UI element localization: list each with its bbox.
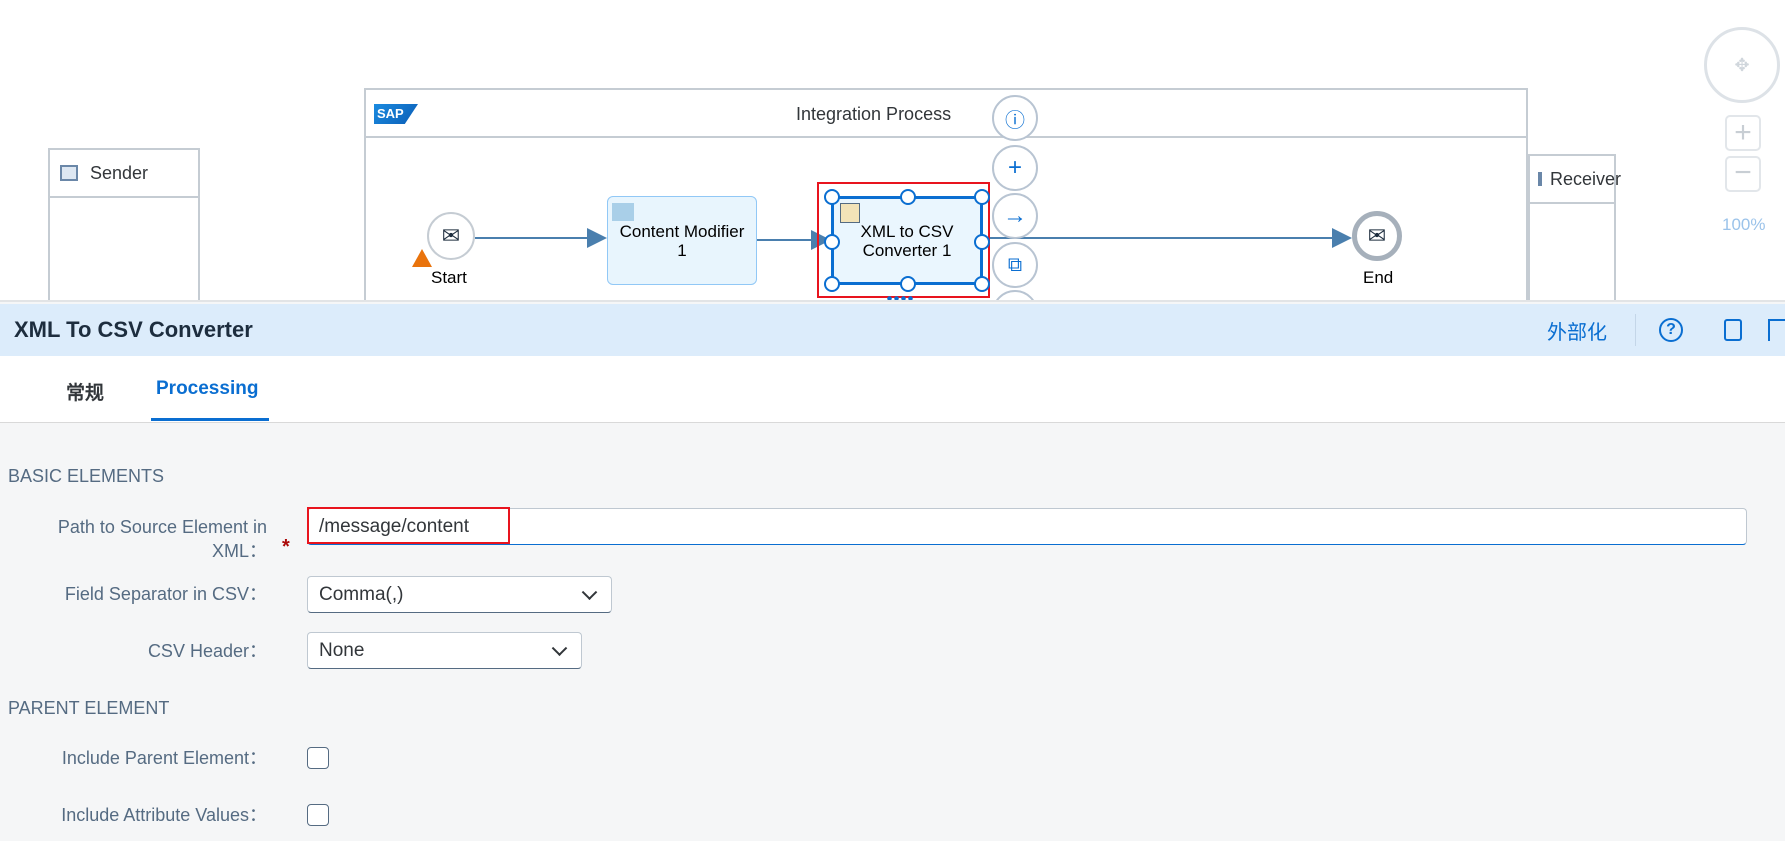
chevron-down-icon [551,639,568,656]
pan-arrows-icon: ✥ [1734,54,1750,75]
zoom-out-button[interactable]: − [1725,156,1761,192]
process-title: Integration Process [796,104,952,124]
path-input[interactable]: /message/content [307,508,1747,545]
content-modifier-icon [612,203,634,221]
system-icon [1538,172,1542,186]
splitter-grip-icon[interactable] [886,296,914,300]
expand-icon[interactable] [1768,319,1785,341]
basic-elements-heading: BASIC ELEMENTS [8,466,165,486]
externalize-button[interactable]: 外部化 [1547,321,1607,344]
resize-handle[interactable] [974,189,990,205]
resize-handle[interactable] [824,276,840,292]
include-parent-label: Include Parent Element： [61,748,267,768]
info-icon[interactable]: ⓘ [992,95,1038,141]
resize-handle[interactable] [824,189,840,205]
resize-handle[interactable] [900,189,916,205]
receiver-pool[interactable]: Receiver [1528,154,1621,300]
required-indicator: * [282,536,290,558]
include-attributes-label: Include Attribute Values： [61,805,267,825]
end-label: End [1363,268,1394,287]
divider [1635,314,1636,346]
system-icon [60,165,78,181]
resize-handle[interactable] [974,276,990,292]
csv-header-select[interactable]: None [307,632,582,669]
integration-flow-canvas[interactable]: Sender SAP Integration Process Receiver … [0,0,1785,302]
include-parent-checkbox[interactable] [307,747,329,769]
copy-icon[interactable]: ⧉ [992,242,1038,288]
csv-header-label: CSV Header： [147,641,267,661]
sender-label: Sender [90,162,149,183]
start-label: Start [431,268,467,287]
tab-processing[interactable]: Processing [156,378,259,399]
tab-bar: 常规 Processing [0,356,1785,423]
envelope-icon: ✉ [441,223,461,248]
highlight-box [307,507,510,544]
envelope-icon: ✉ [1367,223,1387,248]
sender-pool[interactable]: Sender [48,148,200,300]
include-attributes-checkbox[interactable] [307,804,329,826]
resize-handle[interactable] [900,276,916,292]
chevron-down-icon [581,583,598,600]
minimize-icon[interactable] [1724,319,1742,341]
properties-header: XML To CSV Converter 外部化 ? [0,304,1785,356]
tab-general[interactable]: 常规 [66,383,105,404]
sap-logo: SAP [374,104,418,124]
zoom-in-button[interactable]: + [1725,115,1761,151]
resize-handle[interactable] [974,234,990,250]
zoom-level: 100% [1722,215,1766,234]
receiver-label: Receiver [1550,168,1622,189]
panel-title: XML To CSV Converter [14,317,253,342]
arrow-right-icon[interactable]: → [992,193,1038,239]
active-tab-indicator [151,418,269,421]
separator-label: Field Separator in CSV： [64,584,267,604]
separator-select[interactable]: Comma(,) [307,576,612,613]
parent-element-heading: PARENT ELEMENT [8,698,170,718]
start-event[interactable]: ✉ [427,212,475,260]
pan-control[interactable]: ✥ [1704,27,1780,103]
help-icon[interactable]: ? [1659,318,1683,342]
resize-handle[interactable] [824,234,840,250]
warning-icon [412,249,432,267]
end-event[interactable]: ✉ [1352,211,1402,261]
converter-icon [840,203,860,223]
plus-icon[interactable]: + [992,145,1038,191]
